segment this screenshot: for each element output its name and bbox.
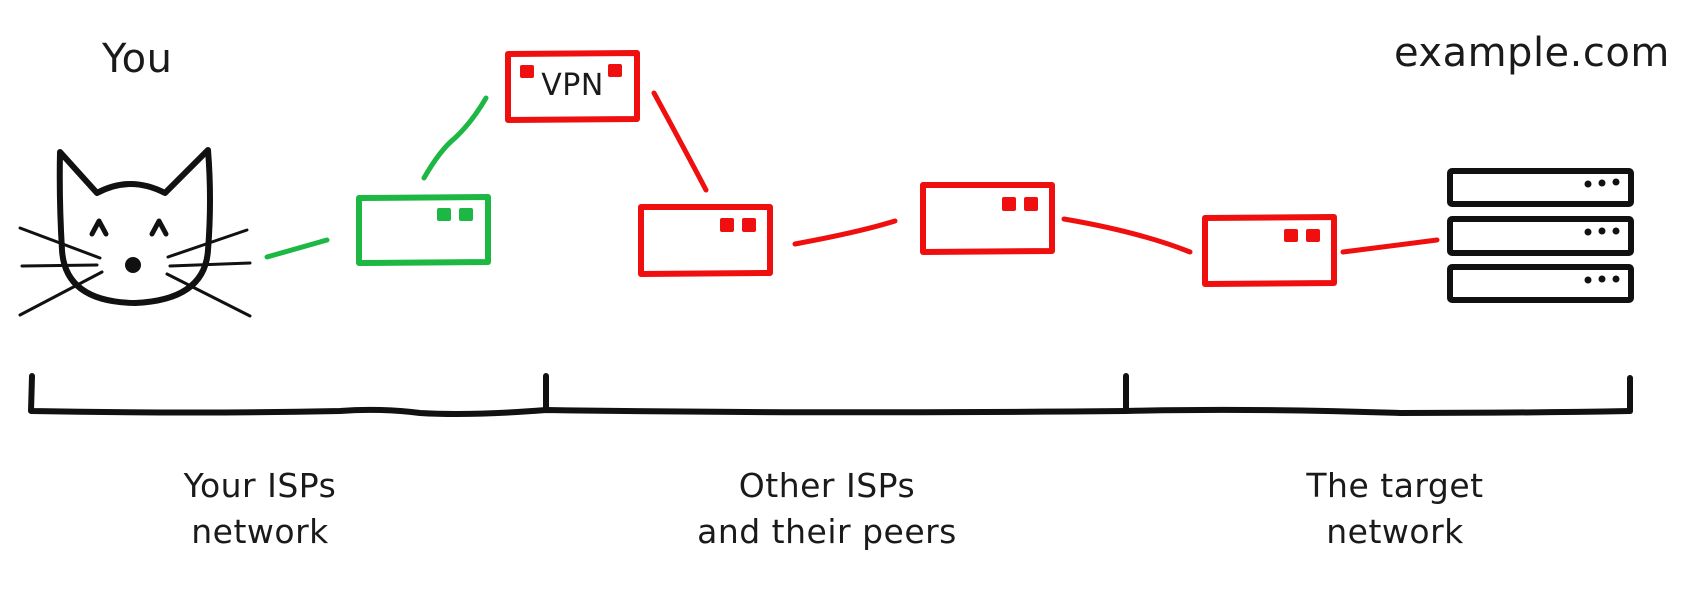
segment-label-line: Other ISPs [738, 466, 916, 505]
link-router4-server [1340, 237, 1440, 255]
router-3-icon [920, 182, 1055, 255]
segment-label-line: network [191, 512, 329, 551]
router-4-icon [1202, 214, 1337, 287]
segment-label-line: The target [1306, 466, 1484, 505]
link-vpn-router2 [651, 90, 709, 193]
target-host-label: example.com [1394, 30, 1670, 76]
you-label: You [102, 36, 173, 82]
server-rack-icon [1447, 168, 1634, 303]
segment-label-line: and their peers [697, 512, 957, 551]
vpn-label: VPN [541, 68, 604, 103]
link-isp-vpn [421, 95, 489, 181]
network-segment-bracket [28, 373, 1633, 417]
segment-label-your-isp: Your ISPs network [60, 463, 460, 555]
segment-label-line: network [1326, 512, 1464, 551]
link-cat-isp [264, 237, 330, 260]
segment-label-other-isps: Other ISPs and their peers [627, 463, 1027, 555]
vpn-server-icon [505, 50, 640, 123]
router-2-icon [638, 204, 773, 277]
isp-router-icon [356, 194, 491, 266]
segment-label-line: Your ISPs [183, 466, 337, 505]
link-router3-router4 [1061, 216, 1193, 255]
cat-nose [125, 257, 141, 273]
cat-icon [18, 147, 252, 318]
link-router2-router3 [792, 218, 898, 247]
segment-label-target-network: The target network [1195, 463, 1595, 555]
